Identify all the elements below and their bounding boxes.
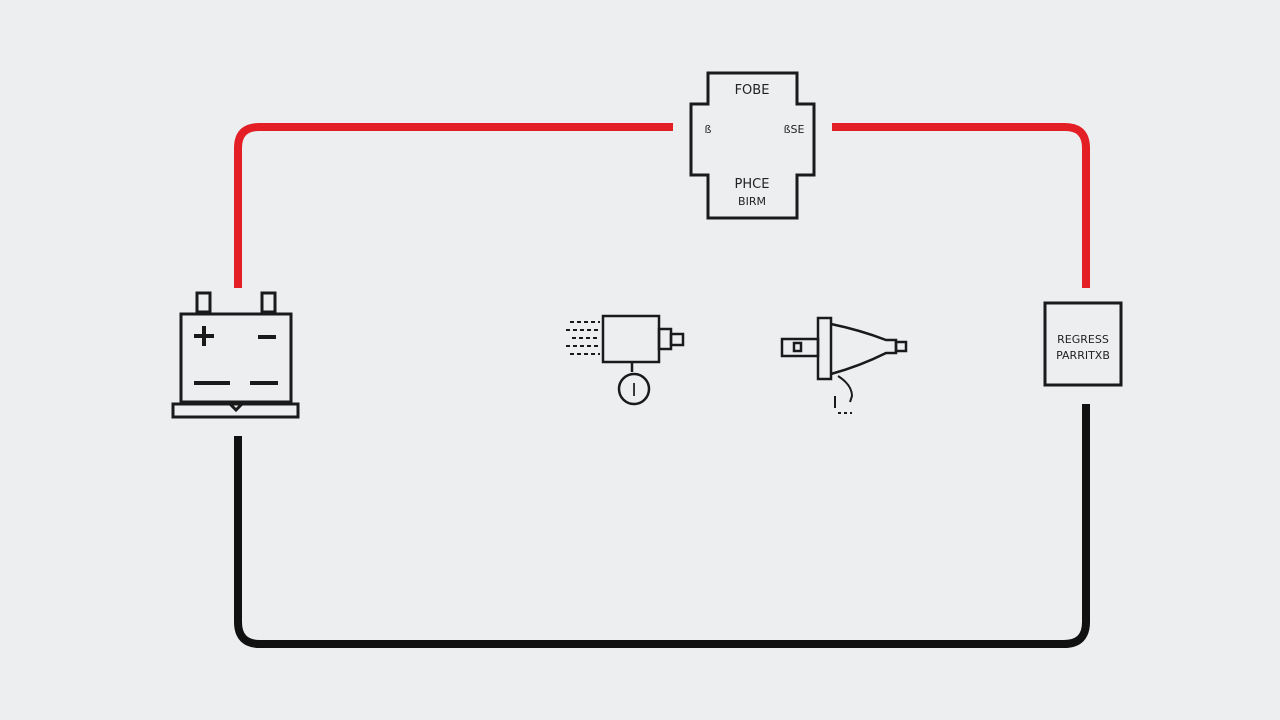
fuse-right-pin-label: ßSE: [784, 123, 805, 136]
fuse-left-pin-label: ß: [705, 123, 712, 136]
battery-base: [171, 402, 300, 419]
relay-box: REGRESS PARRITXB: [1043, 301, 1123, 387]
fuse-bottom-label-2: BIRM: [738, 195, 766, 208]
relay-box-outline: [1043, 301, 1123, 387]
meter-circle-icon: [617, 372, 651, 406]
motor-shaft: [657, 327, 673, 351]
battery-icon: [171, 291, 300, 419]
spark-plug-icon: [780, 316, 908, 414]
fuse-box-outline: [689, 71, 816, 220]
battery-base-notch: [228, 402, 244, 413]
plug-flange: [816, 316, 833, 381]
ground-wire: [234, 404, 1090, 648]
plug-connector-pin: [792, 341, 803, 353]
motor-body: [601, 314, 661, 364]
motor-shaft-tip: [669, 332, 685, 347]
battery-positive-sign: [194, 326, 214, 346]
fuse-box: FOBE ß ßSE PHCE BIRM: [689, 71, 816, 220]
battery-terminal-right: [260, 291, 277, 314]
motor-icon: [566, 314, 685, 406]
plug-lead: [837, 375, 854, 403]
battery-body: [179, 312, 293, 404]
meter-symbol: I: [631, 380, 636, 401]
positive-wire-left: [234, 123, 673, 288]
relay-label-2: PARRITXB: [1056, 349, 1110, 362]
fuse-top-label: FOBE: [735, 83, 770, 98]
fuse-bottom-label-1: PHCE: [735, 177, 770, 192]
positive-wire-right: [832, 123, 1090, 288]
plug-cone: [830, 322, 898, 376]
battery-terminal-left: [195, 291, 212, 314]
motor-motion-lines: [566, 321, 600, 355]
plug-tip: [894, 340, 908, 353]
relay-label-1: REGRESS: [1057, 333, 1109, 346]
